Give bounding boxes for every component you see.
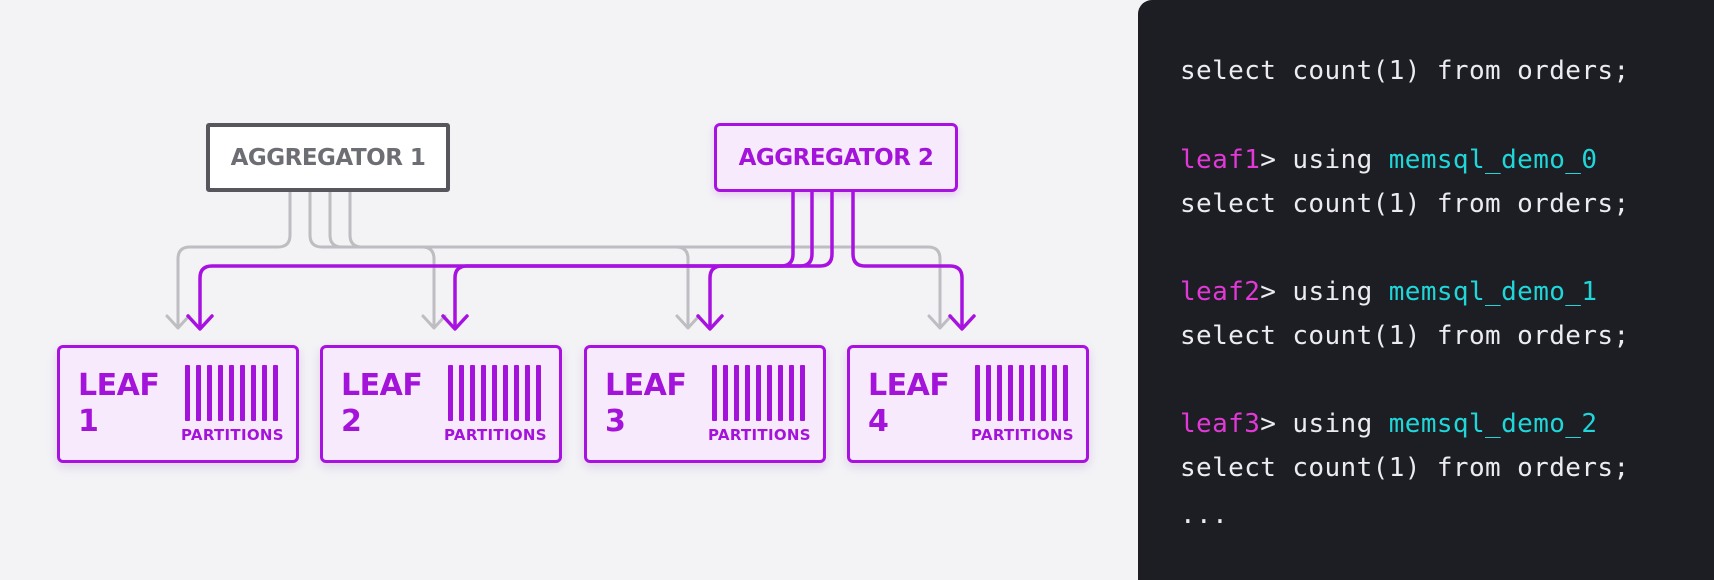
partition-bar (800, 365, 805, 421)
purple-connector-2 (453, 190, 814, 330)
purple-connector-4 (851, 190, 964, 330)
partition-bar (273, 365, 278, 421)
partitions-label: PARTITIONS (708, 426, 811, 444)
partitions-label: PARTITIONS (971, 426, 1074, 444)
partition-bar (975, 365, 980, 421)
leaf-1-name: LEAF (78, 368, 160, 403)
partition-bar (1030, 365, 1035, 421)
database-name: memsql_demo_1 (1388, 277, 1598, 307)
partition-bars (712, 365, 805, 421)
partition-bar (1041, 365, 1046, 421)
partition-bar (229, 365, 234, 421)
partition-bar (196, 365, 201, 421)
partition-bar (262, 365, 267, 421)
leaf-2-number: 2 (341, 404, 362, 439)
partition-bar (470, 365, 475, 421)
partition-bar (218, 365, 223, 421)
leaf-4-name: LEAF (868, 368, 950, 403)
partition-bar (1008, 365, 1013, 421)
gray-connector-1 (176, 190, 292, 329)
partition-bar (459, 365, 464, 421)
partition-bar (185, 365, 190, 421)
partition-bar (448, 365, 453, 421)
partition-bar (1019, 365, 1024, 421)
partition-bar (207, 365, 212, 421)
partition-bars (185, 365, 278, 421)
gray-connector-3 (328, 190, 690, 329)
partition-bar (778, 365, 783, 421)
partition-bar (734, 365, 739, 421)
leaf-prompt: leaf1 (1180, 145, 1261, 175)
purple-arrowhead-4 (948, 314, 976, 331)
code-using-line-3: leaf3> using memsql_demo_2 (1180, 409, 1597, 439)
code-query-line: select count(1) from orders; (1180, 321, 1630, 351)
partition-bar (745, 365, 750, 421)
partition-bar (756, 365, 761, 421)
leaf-3-label: LEAF 3 (605, 368, 687, 440)
leaf-1-label: LEAF 1 (78, 368, 160, 440)
partitions-label: PARTITIONS (444, 426, 547, 444)
leaf-2-box: LEAF 2 PARTITIONS (320, 345, 562, 463)
aggregator-2-box: AGGREGATOR 2 (714, 123, 958, 192)
code-panel: select count(1) from orders; leaf1> usin… (1138, 0, 1714, 580)
purple-arrowhead-2 (441, 314, 469, 331)
partition-bar (240, 365, 245, 421)
gray-arrowhead-2 (421, 314, 447, 330)
purple-arrowhead-1 (186, 314, 214, 331)
leaf-3-number: 3 (605, 404, 626, 439)
partition-bars (448, 365, 541, 421)
leaf-4-box: LEAF 4 PARTITIONS (847, 345, 1089, 463)
partition-bar (723, 365, 728, 421)
aggregator-1-box: AGGREGATOR 1 (206, 123, 450, 192)
gray-arrowhead-1 (165, 314, 191, 330)
code-query-line: select count(1) from orders; (1180, 453, 1630, 483)
code-query-line: select count(1) from orders; (1180, 189, 1630, 219)
gray-arrowhead-4 (927, 314, 953, 330)
leaf-3-box: LEAF 3 PARTITIONS (584, 345, 826, 463)
cluster-diagram: AGGREGATOR 1 AGGREGATOR 2 LEAF 1 PARTITI… (57, 123, 1089, 463)
gray-arrowhead-3 (675, 314, 701, 330)
code-query-line: select count(1) from orders; (1180, 56, 1630, 86)
leaf-3-name: LEAF (605, 368, 687, 403)
leaf-prompt: leaf2 (1180, 277, 1261, 307)
partition-bar (492, 365, 497, 421)
partition-bar (536, 365, 541, 421)
gray-connector-4 (348, 190, 942, 329)
aggregator-1-label: AGGREGATOR 1 (230, 144, 426, 171)
partition-bar (1063, 365, 1068, 421)
partition-bar (789, 365, 794, 421)
using-command: > using (1260, 145, 1389, 175)
partition-bar (503, 365, 508, 421)
leaf-1-number: 1 (78, 404, 99, 439)
database-name: memsql_demo_0 (1388, 145, 1598, 175)
leaf-1-box: LEAF 1 PARTITIONS (57, 345, 299, 463)
leaf-prompt: leaf3 (1180, 409, 1261, 439)
aggregator-2-label: AGGREGATOR 2 (738, 144, 934, 171)
partition-bar (251, 365, 256, 421)
partition-bar (997, 365, 1002, 421)
partition-bar (514, 365, 519, 421)
code-using-line-2: leaf2> using memsql_demo_1 (1180, 277, 1597, 307)
partition-bar (525, 365, 530, 421)
partition-bar (1052, 365, 1057, 421)
using-command: > using (1260, 277, 1389, 307)
leaf-4-number: 4 (868, 404, 889, 439)
partitions-label: PARTITIONS (181, 426, 284, 444)
purple-connector-3 (708, 190, 834, 330)
partition-bar (767, 365, 772, 421)
leaf-2-label: LEAF 2 (341, 368, 423, 440)
partition-bars (975, 365, 1068, 421)
purple-arrowhead-3 (696, 314, 724, 331)
code-using-line-1: leaf1> using memsql_demo_0 (1180, 145, 1597, 175)
partition-bar (712, 365, 717, 421)
partition-bar (481, 365, 486, 421)
database-name: memsql_demo_2 (1388, 409, 1598, 439)
code-ellipsis: ... (1180, 500, 1229, 530)
connection-lines (165, 190, 976, 331)
leaf-2-name: LEAF (341, 368, 423, 403)
leaf-4-label: LEAF 4 (868, 368, 950, 440)
using-command: > using (1260, 409, 1389, 439)
partition-bar (986, 365, 991, 421)
